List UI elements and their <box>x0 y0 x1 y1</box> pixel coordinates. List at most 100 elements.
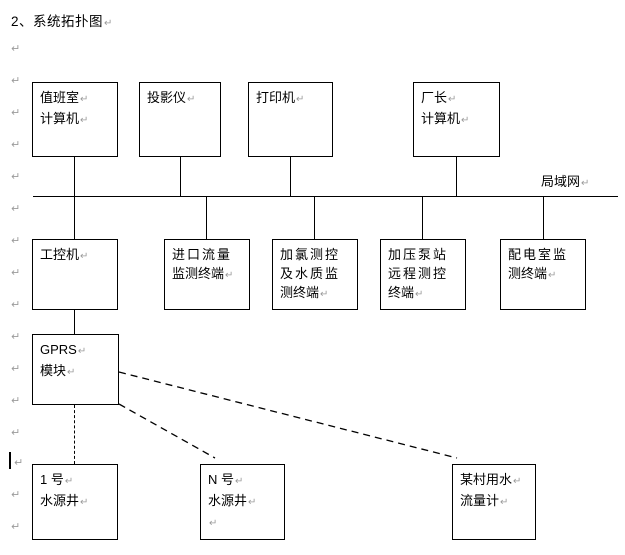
node-text: GPRS <box>40 342 77 357</box>
node-text: 水源井 <box>208 493 248 508</box>
node-projector[interactable]: 投影仪↵ <box>139 82 221 157</box>
node-text: 进口流量 <box>172 247 233 262</box>
paragraph-mark: ↵ <box>11 521 21 533</box>
node-text: 加氯测控 <box>280 247 341 262</box>
node-line-2: 水源井↵ <box>208 491 284 512</box>
page-title: 2、系统拓扑图↵ <box>11 13 113 33</box>
connector-bus-to-industrial-computer <box>74 196 75 239</box>
paragraph-mark: ↵ <box>77 346 87 357</box>
node-line-1: 加压泵站 <box>388 245 465 264</box>
node-line-1: 加氯测控 <box>280 245 357 264</box>
node-industrial-computer[interactable]: 工控机↵ <box>32 239 118 310</box>
paragraph-mark: ↵ <box>581 178 590 189</box>
paragraph-mark: ↵ <box>461 115 470 126</box>
node-text: 及水质监 <box>280 266 341 281</box>
paragraph-mark: ↵ <box>320 289 329 300</box>
paragraph-mark: ↵ <box>104 18 113 29</box>
node-line-1: 配电室监 <box>508 245 585 264</box>
node-text: 投影仪 <box>147 90 187 105</box>
node-text: 监测终端 <box>172 266 225 281</box>
paragraph-mark: ↵ <box>513 476 522 487</box>
node-line-2: 流量计↵ <box>460 491 535 512</box>
paragraph-mark: ↵ <box>11 171 21 183</box>
paragraph-mark: ↵ <box>80 497 89 508</box>
paragraph-mark: ↵ <box>500 497 509 508</box>
node-text: 工控机 <box>40 247 80 262</box>
connector-printer-to-bus <box>290 157 291 197</box>
node-text: 配电室监 <box>508 247 569 262</box>
node-text: N 号 <box>208 472 235 487</box>
node-line-2: 远程测控 <box>388 264 465 283</box>
node-text: 打印机 <box>256 90 296 105</box>
node-text: 测终端 <box>280 285 320 300</box>
wireless-link-gprs-to-well-1 <box>74 405 75 464</box>
node-line-1: 投影仪↵ <box>147 88 220 109</box>
node-text: 流量计 <box>460 493 500 508</box>
node-gprs-module[interactable]: GPRS↵ 模块↵ <box>32 334 119 405</box>
connector-bus-to-power-room <box>543 196 544 239</box>
node-inlet-flow-terminal[interactable]: 进口流量 监测终端↵ <box>164 239 250 310</box>
paragraph-mark: ↵ <box>415 289 424 300</box>
paragraph-mark: ↵ <box>64 476 74 487</box>
paragraph-mark: ↵ <box>11 203 21 215</box>
node-text: 厂长 <box>421 90 448 105</box>
node-well-1[interactable]: 1 号↵ 水源井↵ <box>32 464 118 540</box>
node-line-1: GPRS↵ <box>40 340 118 361</box>
node-line-3: ↵ <box>208 512 284 533</box>
node-text: 远程测控 <box>388 266 449 281</box>
node-line-3: 终端↵ <box>388 283 465 304</box>
node-text: 水源井 <box>40 493 80 508</box>
node-well-n[interactable]: N 号↵ 水源井↵ ↵ <box>200 464 285 540</box>
node-line-2: 水源井↵ <box>40 491 117 512</box>
node-village-flow-meter[interactable]: 某村用水↵ 流量计↵ <box>452 464 536 540</box>
node-chlorine-quality-terminal[interactable]: 加氯测控 及水质监 测终端↵ <box>272 239 358 310</box>
paragraph-mark: ↵ <box>80 94 89 105</box>
paragraph-mark: ↵ <box>11 427 21 439</box>
node-booster-pump-terminal[interactable]: 加压泵站 远程测控 终端↵ <box>380 239 466 310</box>
paragraph-mark: ↵ <box>209 518 218 529</box>
paragraph-mark: ↵ <box>80 251 89 262</box>
node-line-3: 测终端↵ <box>280 283 357 304</box>
paragraph-mark: ↵ <box>11 363 21 375</box>
lan-bus-line <box>33 196 618 197</box>
paragraph-mark: ↵ <box>448 94 457 105</box>
node-duty-room-computer[interactable]: 值班室↵ 计算机↵ <box>32 82 118 157</box>
node-text: 测终端 <box>508 266 548 281</box>
paragraph-mark: ↵ <box>14 457 24 469</box>
paragraph-mark: ↵ <box>11 235 21 247</box>
paragraph-mark: ↵ <box>225 270 234 281</box>
node-text: 终端 <box>388 285 415 300</box>
paragraph-mark: ↵ <box>11 139 21 151</box>
node-text: 某村用水 <box>460 472 513 487</box>
wireless-link-gprs-to-village-meter <box>118 371 458 459</box>
node-line-2: 测终端↵ <box>508 264 585 285</box>
text-cursor <box>9 452 11 469</box>
wireless-link-gprs-to-well-n <box>118 403 216 459</box>
paragraph-mark: ↵ <box>248 497 257 508</box>
connector-industrial-computer-to-gprs <box>74 310 75 334</box>
node-line-1: N 号↵ <box>208 470 284 491</box>
node-line-1: 打印机↵ <box>256 88 332 109</box>
node-line-2: 模块↵ <box>40 361 118 382</box>
paragraph-mark: ↵ <box>67 367 76 378</box>
node-line-2: 监测终端↵ <box>172 264 249 285</box>
node-power-room-terminal[interactable]: 配电室监 测终端↵ <box>500 239 586 310</box>
paragraph-mark: ↵ <box>11 395 21 407</box>
paragraph-mark: ↵ <box>80 115 89 126</box>
node-line-1: 某村用水↵ <box>460 470 535 491</box>
node-text: 加压泵站 <box>388 247 449 262</box>
paragraph-mark: ↵ <box>11 43 21 55</box>
connector-bus-to-booster-pump <box>422 196 423 239</box>
connector-director-to-bus <box>456 157 457 197</box>
node-text: 计算机 <box>40 111 80 126</box>
lan-bus-label: 局域网↵ <box>541 173 589 192</box>
paragraph-mark: ↵ <box>11 489 21 501</box>
paragraph-mark: ↵ <box>548 270 557 281</box>
node-printer[interactable]: 打印机↵ <box>248 82 333 157</box>
paragraph-mark: ↵ <box>11 107 21 119</box>
node-director-computer[interactable]: 厂长↵ 计算机↵ <box>413 82 500 157</box>
node-text: 1 号 <box>40 472 64 487</box>
node-text: 值班室 <box>40 90 80 105</box>
paragraph-mark: ↵ <box>11 331 21 343</box>
